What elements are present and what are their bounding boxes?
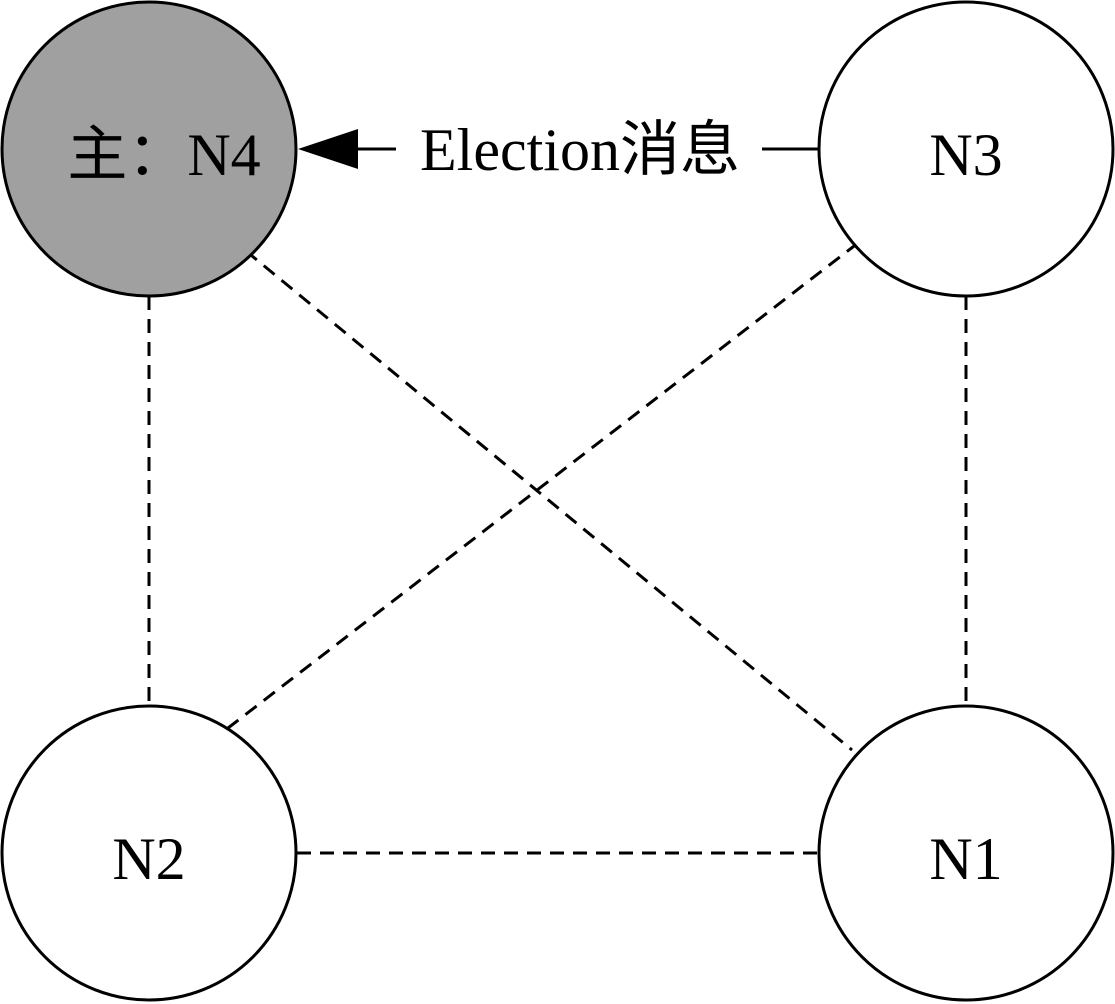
election-message-label: Election消息 bbox=[420, 117, 740, 183]
node-n2-label: N2 bbox=[112, 826, 185, 892]
node-n3 bbox=[817, 0, 1115, 298]
node-n4-label: 主：N4 bbox=[67, 122, 260, 188]
node-n1 bbox=[817, 704, 1115, 1002]
node-n2 bbox=[0, 704, 298, 1002]
node-n1-label: N1 bbox=[929, 826, 1002, 892]
node-n4-primary bbox=[0, 0, 298, 298]
node-n3-label: N3 bbox=[929, 122, 1002, 188]
election-arrowhead bbox=[298, 129, 358, 169]
link-n3-n2 bbox=[227, 241, 859, 730]
link-n4-n1 bbox=[245, 249, 853, 752]
